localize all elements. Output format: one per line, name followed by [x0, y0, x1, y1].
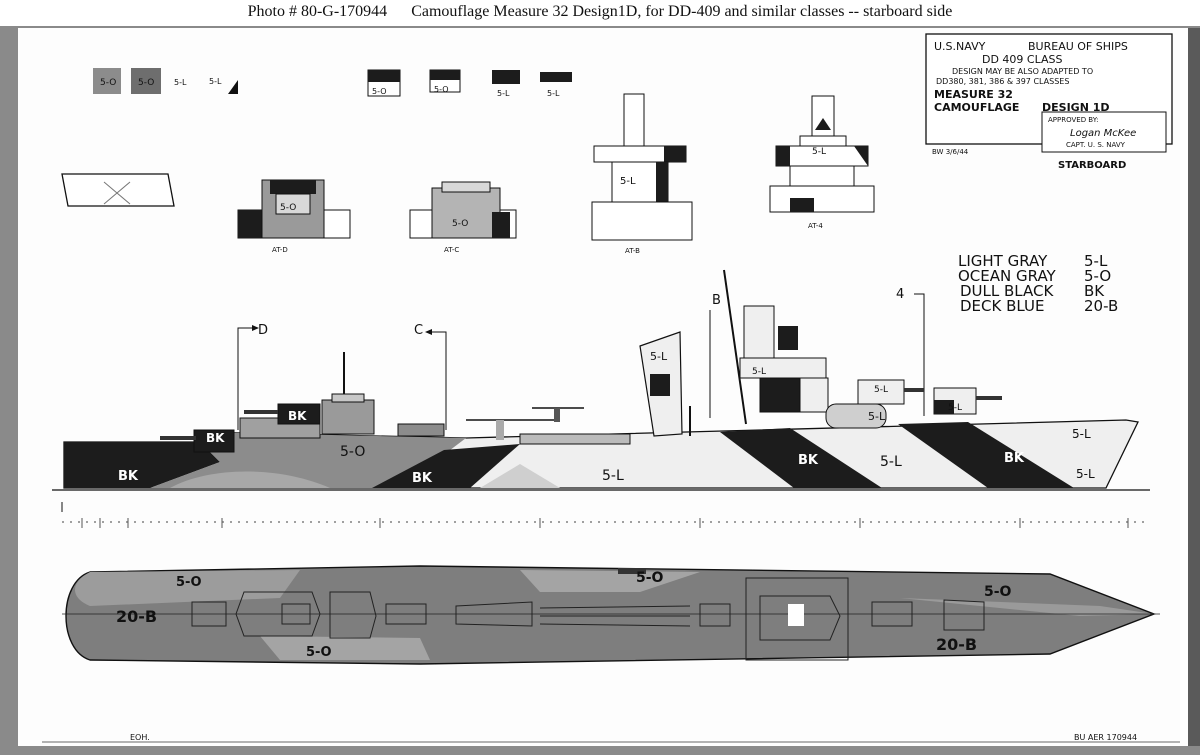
swatch-a — [93, 68, 121, 94]
detail-c-label: 5-L — [497, 89, 510, 98]
swatch-a-label: 5-O — [100, 78, 116, 88]
aft-turret — [193, 429, 235, 453]
mid-black-patch — [372, 444, 520, 488]
title-bureau: BUREAU OF SHIPS — [1028, 40, 1128, 53]
legend-name-1: OCEAN GRAY — [958, 267, 1057, 285]
label-oceangray-mid: 5-O — [340, 444, 365, 460]
swatch-d-label: 5-L — [209, 77, 222, 86]
legend-name-0: LIGHT GRAY — [958, 252, 1048, 270]
sheet-edge-shadow — [1188, 28, 1200, 746]
photo-caption: Photo # 80-G-170944 Camouflage Measure 3… — [0, 0, 1200, 26]
section-d: 5-O AT-D — [237, 179, 351, 254]
frame-scale — [61, 502, 1144, 528]
swatch-b-label: 5-O — [138, 78, 154, 88]
section-b-color: 5-L — [620, 176, 636, 187]
section-b-label: AT-B — [625, 247, 640, 255]
section-d-color: 5-O — [280, 203, 296, 213]
legend-code-0: 5-L — [1084, 252, 1108, 270]
swatch-d-mark — [228, 80, 238, 94]
label-stack: 5-L — [650, 350, 668, 363]
label-mount-fwd: 5-L — [868, 410, 886, 423]
marker-d: D — [258, 323, 268, 338]
plan-label-stern-bottom: 5-O — [306, 645, 332, 660]
plan-label-bow-blue: 20-B — [936, 635, 977, 654]
section-b: 5-L AT-B — [591, 93, 693, 255]
section-markers: D C B 4 — [237, 287, 925, 430]
title-adapted: DESIGN MAY BE ALSO ADAPTED TO — [952, 67, 1093, 76]
label-lightgray-mid: 5-L — [602, 468, 624, 484]
label-bk-bow: BK — [1004, 451, 1025, 466]
swatch-b — [131, 68, 161, 94]
section-c: 5-O AT-C — [409, 181, 517, 254]
photo-title: Camouflage Measure 32 Design1D, for DD-4… — [411, 3, 953, 20]
legend-name-2: DULL BLACK — [960, 282, 1054, 300]
section-4-color: 5-L — [812, 147, 826, 157]
legend-code-2: BK — [1084, 282, 1105, 300]
side-label: STARBOARD — [1058, 160, 1126, 171]
label-bk-mid: BK — [412, 471, 433, 486]
detail-c — [492, 70, 520, 84]
plan-label-bow-top: 5-O — [984, 584, 1012, 600]
plan-label-stern-blue: 20-B — [116, 607, 157, 626]
label-lightgray-fwd: 5-L — [880, 454, 902, 470]
label-bk-turret2: BK — [288, 409, 307, 423]
plan-label-mid-top: 5-O — [636, 570, 664, 586]
label-bk-stern: BK — [118, 469, 139, 484]
legend-code-1: 5-O — [1084, 267, 1111, 285]
ship-plan-view: 5-O 20-B 5-O 5-O 5-O 20-B — [62, 565, 1160, 665]
photo-number: Photo # 80-G-170944 — [247, 3, 388, 20]
title-navy: U.S.NAVY — [934, 40, 986, 53]
small-details: 5-O 5-O 5-L 5-L — [367, 69, 572, 98]
camouflage-drawing: 5-O 5-O 5-L 5-L 5-O 5-O 5-L 5-L — [18, 28, 1200, 746]
legend-name-3: DECK BLUE — [960, 297, 1044, 315]
section-4-label: AT-4 — [808, 222, 823, 230]
title-classes: DD380, 381, 386 & 397 CLASSES — [936, 77, 1069, 86]
detail-b-label: 5-O — [434, 85, 449, 94]
title-design: DESIGN 1D — [1042, 101, 1110, 114]
section-c-label: AT-C — [444, 246, 459, 254]
deck-section-sketch — [61, 173, 175, 207]
approval-rank: CAPT. U. S. NAVY — [1066, 141, 1126, 149]
label-mount-fwd2: 5-L — [874, 385, 888, 395]
approval-signature: Logan McKee — [1070, 128, 1136, 139]
marker-c: C — [414, 323, 423, 338]
director — [743, 305, 775, 361]
plan-label-stern-top: 5-O — [176, 575, 202, 590]
color-swatches: 5-O 5-O 5-L 5-L — [93, 68, 238, 94]
fwd-black-band — [720, 428, 882, 488]
mast — [723, 269, 747, 425]
title-measure: MEASURE 32 — [934, 88, 1013, 101]
label-bk-turret1: BK — [206, 431, 225, 445]
section-4: 5-L AT-4 — [769, 95, 875, 230]
swatch-c-label: 5-L — [174, 78, 187, 87]
legend-code-3: 20-B — [1084, 297, 1118, 315]
title-block: U.S.NAVY BUREAU OF SHIPS DD 409 CLASS DE… — [925, 33, 1173, 171]
detail-d — [540, 72, 572, 82]
approval-stamp — [1041, 111, 1167, 153]
drawing-date: BW 3/6/44 — [932, 148, 969, 156]
label-lightgray-bow-lower: 5-L — [1076, 467, 1095, 481]
section-c-color: 5-O — [452, 219, 468, 229]
section-d-label: AT-D — [272, 246, 288, 254]
label-bk-fwd: BK — [798, 453, 819, 468]
stern-black-patch — [64, 442, 220, 488]
marker-b: B — [712, 293, 721, 308]
label-mount-bow: 5-L — [948, 403, 962, 413]
label-lightgray-bow-upper: 5-L — [1072, 427, 1091, 441]
title-class: DD 409 CLASS — [982, 53, 1062, 66]
fwd-mount — [857, 379, 905, 405]
color-legend: LIGHT GRAY 5-L OCEAN GRAY 5-O DULL BLACK… — [958, 252, 1118, 315]
title-camouflage: CAMOUFLAGE — [934, 101, 1019, 114]
bow-black-band — [898, 422, 1074, 488]
footer-left: EOH. — [130, 733, 150, 742]
label-bridge: 5-L — [752, 367, 766, 377]
ship-profile: BK BK BK 5-O BK 5-L BK 5-L BK 5-L 5-L 5-… — [52, 269, 1150, 491]
marker-4: 4 — [896, 287, 904, 302]
approved-label: APPROVED BY: — [1048, 116, 1098, 124]
detail-d-label: 5-L — [547, 89, 560, 98]
detail-a-label: 5-O — [372, 87, 387, 96]
footer-right: BU AER 170944 — [1074, 733, 1137, 742]
